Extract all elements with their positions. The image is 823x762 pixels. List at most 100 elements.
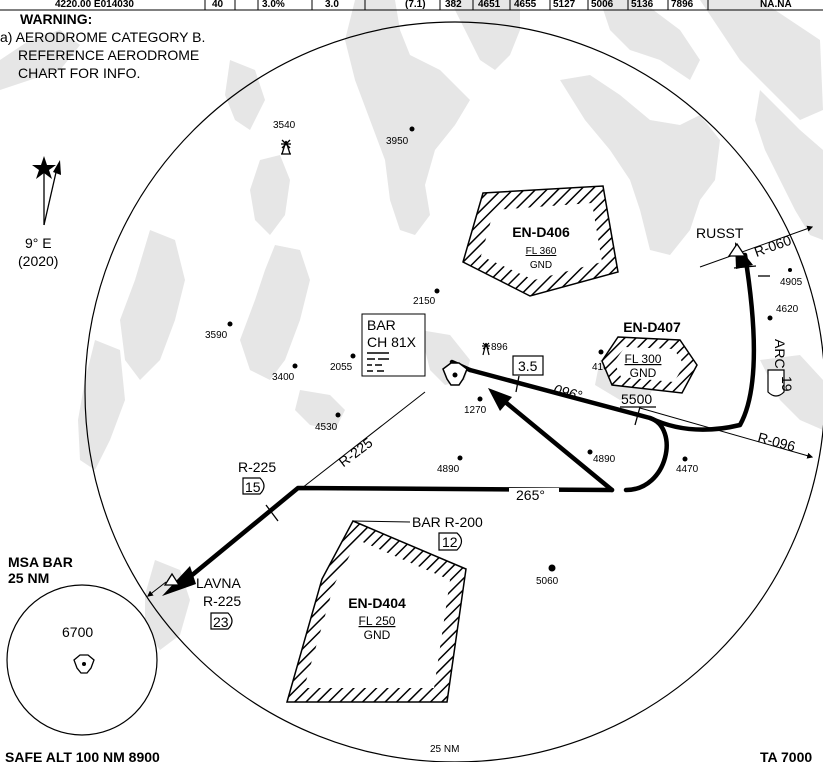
navaid-channel: CH 81X [367,334,417,350]
track-arrow-icon [162,566,196,596]
radial-label-r225: R-225 [335,434,375,470]
spot-height-label: 3950 [386,136,409,147]
area-name: EN-D407 [623,319,681,335]
navaid-box: BAR CH 81X [361,313,426,377]
obstacle-icon [482,342,490,356]
header-cell: 5006 [591,0,614,10]
radial-text: BAR R-200 [412,514,483,530]
dme-value: 23 [213,614,229,630]
spot-height-label: 5060 [536,576,559,587]
spot-height-label: 896 [491,342,508,353]
header-cell: 3.0% [262,0,285,10]
variation-year: (2020) [18,253,58,269]
header-cell: 5127 [553,0,576,10]
arc-label: ARC 19 [767,339,795,397]
spot-height-label: 1270 [464,405,487,416]
transition-altitude: TA 7000 [760,749,812,762]
spot-height-label: 4470 [676,464,699,475]
ring-distance-label: 25 NM [430,744,459,755]
radial-label-r060: R-060 [752,232,794,260]
restricted-area-en-d406: EN-D406 FL 360 GND [462,185,619,297]
spot-height-label: 3540 [273,120,296,131]
radial-label-r096: R-096 [756,429,797,454]
magnetic-variation: 9° E (2020) [18,156,61,269]
distance-value: 3.5 [518,358,538,374]
variation-label: 9° E [25,235,52,251]
spot-height-label: 4890 [593,454,616,465]
warning-title: WARNING: [20,11,92,27]
area-lower-limit: GND [364,628,391,642]
area-upper-limit: FL 300 [625,352,662,366]
header-cell: (7.1) [405,0,426,10]
header-cell: 40 [212,0,224,10]
r225-dme-15: R-225 15 [238,459,276,495]
spot-height-label: 3400 [272,372,295,383]
area-upper-limit: FL 250 [359,614,396,628]
area-name: EN-D406 [512,224,570,240]
header-table: 4220.00 E014030 40 3.0% 3.0 (7.1) 382 46… [0,0,823,11]
range-ring [84,21,823,762]
spot-height-label: 2055 [330,362,353,373]
dme-value: 15 [245,479,261,495]
vor-icon [73,654,95,674]
warning-line: REFERENCE AERODROME [18,47,199,63]
msa-circle: MSA BAR 25 NM 6700 [6,554,158,736]
spot-height-label: 4905 [780,277,803,288]
safe-altitude: SAFE ALT 100 NM 8900 [5,749,160,762]
warning-note: WARNING: a) AERODROME CATEGORY B. REFERE… [0,11,205,81]
magnetic-north-arrow-icon [53,160,61,175]
fix-triangle-icon [727,242,747,257]
approach-track [177,252,757,588]
course-label-096: 096° [552,381,584,404]
course-label-265: 265° [516,487,545,503]
area-name: EN-D404 [348,595,406,611]
msa-title: MSA BAR [8,554,73,570]
obstacle-icon [281,139,291,155]
arc-text: ARC [772,339,788,369]
fix-triangle-icon [163,572,181,586]
track-arrow-icon [488,388,512,411]
area-lower-limit: GND [530,260,552,271]
spot-height-label: 2150 [413,296,436,307]
msa-radius: 25 NM [8,570,49,586]
restricted-area-en-d404: EN-D404 FL 250 GND [286,520,467,703]
fix-name: RUSST [696,225,744,241]
true-north-star-icon [32,156,56,179]
morse-code-icon [367,352,389,372]
spot-height-label: 4890 [437,464,460,475]
distance-box: 3.5 [512,355,544,376]
radial-text: R-225 [238,459,276,475]
header-cell: 382 [445,0,462,10]
fix-radial: R-225 [203,593,241,609]
vor-icon [442,362,468,386]
fix-lavna: LAVNA R-225 23 [163,572,242,630]
fix-name: LAVNA [196,575,242,591]
spot-height-label: 3590 [205,330,228,341]
warning-line: a) AERODROME CATEGORY B. [0,29,205,45]
radials [147,225,814,597]
msa-altitude: 6700 [62,624,93,640]
altitude-value: 5500 [621,391,652,407]
restricted-area-en-d407: EN-D407 FL 300 GND [601,319,698,394]
navaid-name: BAR [367,317,396,333]
spot-height-label: 4100 [592,362,615,373]
arc-dme: 19 [779,376,795,392]
header-cell: 4220.00 E014030 [55,0,134,10]
track-ticks [265,265,770,522]
bar-r200-dme-12: BAR R-200 12 [412,514,483,551]
warning-line: CHART FOR INFO. [18,65,140,81]
altitude-5500: 5500 [620,391,656,408]
spot-height-label: 4620 [776,304,799,315]
header-cell: 4651 [478,0,501,10]
header-cell: 3.0 [325,0,339,10]
area-upper-limit: FL 360 [526,246,557,257]
header-cell: 7896 [671,0,694,10]
header-cell: 5136 [631,0,654,10]
header-cell: 4655 [514,0,537,10]
spot-heights: 3540 3950 2150 3590 3400 2055 896 4100 1… [205,120,803,587]
header-cell: NA.NA [760,0,792,10]
dme-value: 12 [442,534,458,550]
area-lower-limit: GND [630,366,657,380]
fix-russt: RUSST [696,225,747,257]
